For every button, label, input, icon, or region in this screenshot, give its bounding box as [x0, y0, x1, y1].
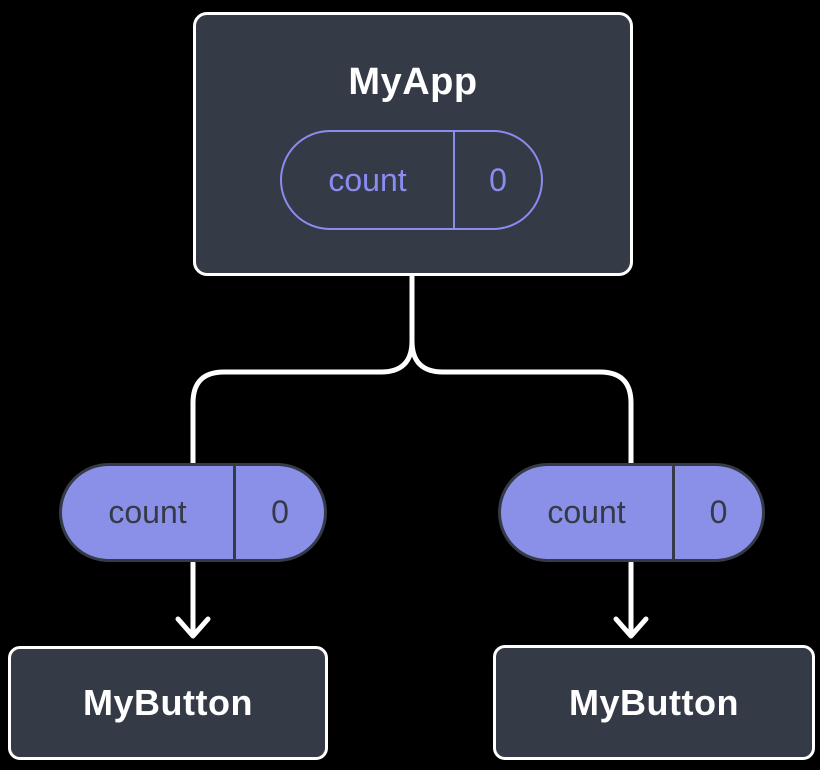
prop-pill-right: count 0 — [498, 463, 765, 562]
mybutton-node-left-title: MyButton — [83, 682, 253, 723]
branch-left-path — [190, 274, 415, 467]
prop-pill-right-label: count — [547, 494, 626, 530]
prop-pill-left-value: 0 — [233, 466, 324, 559]
mybutton-node-left: MyButton — [8, 646, 328, 760]
mybutton-node-right-title: MyButton — [569, 681, 739, 723]
prop-pill-left-label: count — [108, 494, 187, 530]
prop-pill-right-value: 0 — [672, 466, 762, 559]
state-pill-value: 0 — [453, 132, 541, 228]
mybutton-node-right: MyButton — [493, 645, 815, 760]
myapp-node-title: MyApp — [348, 61, 478, 103]
state-pill: count 0 — [280, 130, 543, 230]
branch-right-path — [409, 338, 634, 467]
arrow-left-head-icon — [175, 616, 211, 639]
prop-pill-left: count 0 — [59, 463, 327, 562]
arrow-right-head-icon — [613, 616, 649, 639]
myapp-node: MyApp count 0 — [193, 12, 633, 276]
state-pill-label: count — [328, 161, 407, 198]
